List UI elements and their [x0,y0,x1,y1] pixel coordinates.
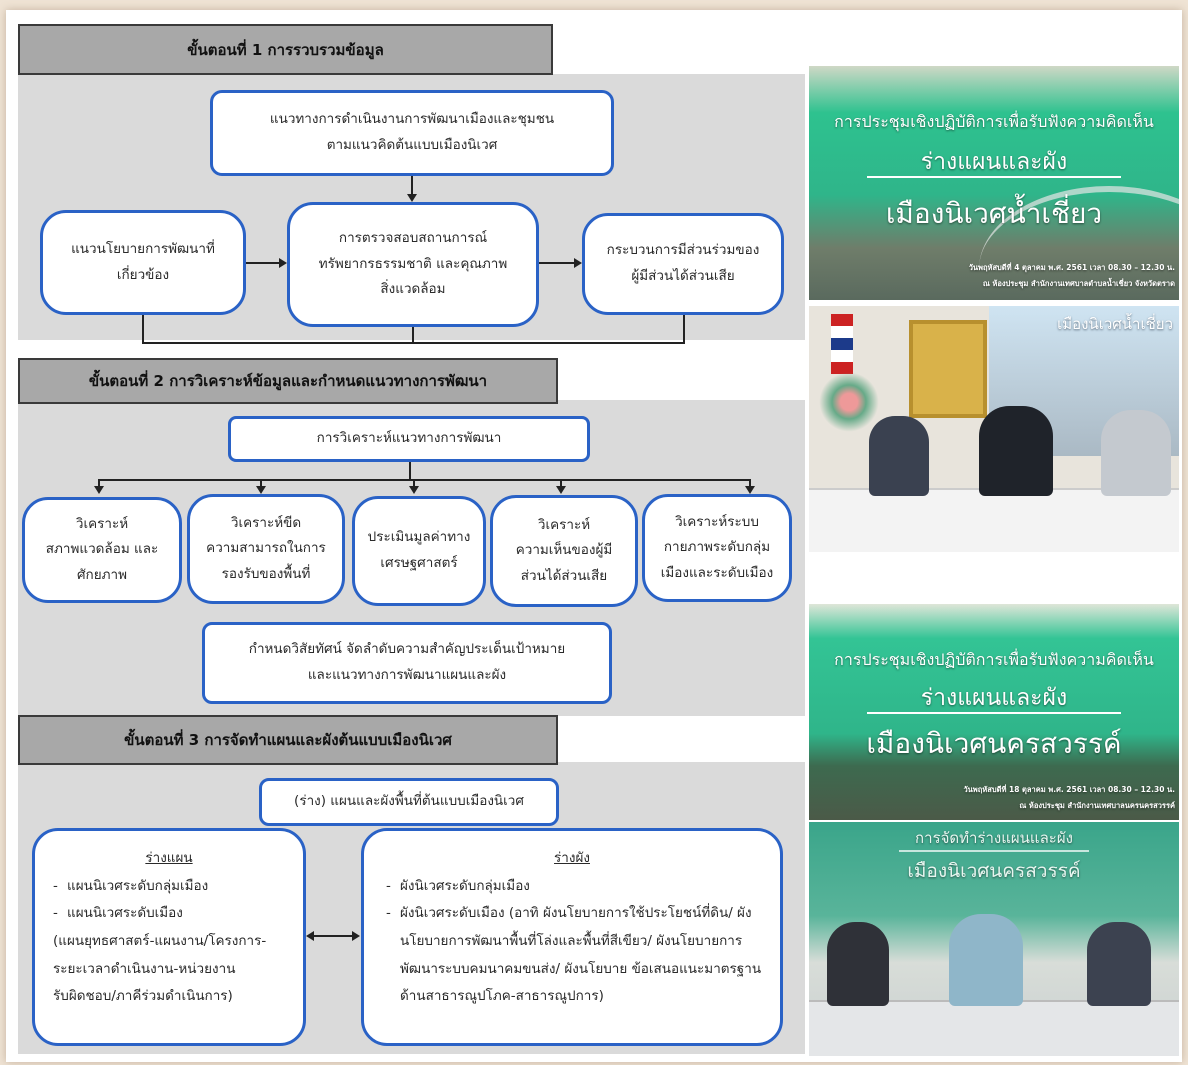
connector [312,935,354,937]
slide-venue: ณ ห้องประชุม สำนักงานเทศบาลตำบลน้ำเชี่ยว… [982,279,1175,288]
connector [683,315,685,343]
connector [409,462,411,480]
vision-box: กำหนดวิสัยทัศน์ จัดลำดับความสำคัญประเด็น… [202,622,612,704]
slide-date: วันพฤหัสบดีที่ 18 ตุลาคม พ.ศ. 2561 เวลา … [963,785,1175,794]
connector [246,262,279,264]
draft-plan-notes: (แผนยุทธศาสตร์-แผนงาน/โครงการ- ระยะเวลาด… [53,933,267,1005]
screen-title: การจัดทำร่างแผนและผัง [915,829,1073,847]
step3-header: ขั้นตอนที่ 3 การจัดทำแผนและผังต้นแบบเมือ… [18,715,558,765]
connector [560,479,562,486]
policy-box: แนวนโยบายการพัฒนาที่ เกี่ยวข้อง [40,210,246,315]
connector [413,479,415,486]
connector [98,479,751,481]
workshop-slide-photo-2: การประชุมเชิงปฏิบัติการเพื่อรับฟังความคิ… [809,604,1179,820]
divider [867,712,1121,714]
analysis-capacity-box: วิเคราะห์ขีด ความสามารถในการ รองรับของพื… [187,494,345,604]
arrow-down [745,486,755,494]
arrow-left [306,931,314,941]
step1-header: ขั้นตอนที่ 1 การรวบรวมข้อมูล [18,24,553,75]
arrow-right [279,258,287,268]
thai-flag [831,314,853,374]
arrow-right [352,931,360,941]
person [1101,410,1171,496]
connector [412,327,414,343]
slide-city: เมืองนิเวศน้ำเชี่ยว [885,197,1103,230]
screen-city: เมืองนิเวศนครสวรรค์ [907,860,1081,882]
ecocity-guideline-box: แนวทางการดำเนินงานการพัฒนาเมืองและชุมชน … [210,90,614,176]
economic-valuation-box: ประเมินมูลค่าทาง เศรษฐศาสตร์ [352,496,486,606]
slide-venue: ณ ห้องประชุม สำนักงานเทศบาลนครนครสวรรค์ [1019,801,1175,810]
list-item: แผนนิเวศระดับเมือง [53,900,293,928]
flowers [819,372,879,432]
connector [539,262,574,264]
connector [749,479,751,486]
arrow-down [256,486,266,494]
participation-box: กระบวนการมีส่วนร่วมของ ผู้มีส่วนได้ส่วนเ… [582,213,784,315]
bridge-arch [979,186,1179,300]
step2-header: ขั้นตอนที่ 2 การวิเคราะห์ข้อมูลและกำหนดแ… [18,358,558,404]
slide-date: วันพฤหัสบดีที่ 4 ตุลาคม พ.ศ. 2561 เวลา 0… [968,263,1175,272]
meeting-photo-1: เมืองนิเวศน้ำเชี่ยว [809,306,1179,552]
meeting-table [809,1000,1179,1056]
portrait-frame [909,320,987,418]
draft-plan-title: ร่างแผน [145,850,193,866]
slide-heading: การประชุมเชิงปฏิบัติการเพื่อรับฟังความคิ… [834,112,1154,131]
arrow-right [574,258,582,268]
connector [411,176,413,194]
physical-system-box: วิเคราะห์ระบบ กายภาพระดับกลุ่ม เมืองและร… [642,494,792,602]
infographic-frame: ขั้นตอนที่ 1 การรวบรวมข้อมูล ขั้นตอนที่ … [6,10,1182,1062]
person [949,914,1023,1006]
slide-subtitle: ร่างแผนและผัง [920,685,1068,711]
person [1087,922,1151,1006]
draft-plan-box: (ร่าง) แผนและผังพื้นที่ต้นแบบเมืองนิเวศ [259,778,559,826]
slide-heading: การประชุมเชิงปฏิบัติการเพื่อรับฟังความคิ… [834,650,1154,669]
slide-city: เมืองนิเวศนครสวรรค์ [866,727,1122,760]
analysis-box: การวิเคราะห์แนวทางการพัฒนา [228,416,590,462]
connector [98,479,100,486]
draft-layout-title: ร่างผัง [554,850,590,866]
draft-plan-detail: ร่างแผน แผนนิเวศระดับกลุ่มเมือง แผนนิเวศ… [32,828,306,1046]
person [979,406,1053,496]
environment-check-box: การตรวจสอบสถานการณ์ ทรัพยากรธรรมชาติ และ… [287,202,539,327]
workshop-slide-photo-1: การประชุมเชิงปฏิบัติการเพื่อรับฟังความคิ… [809,66,1179,300]
stakeholder-opinion-box: วิเคราะห์ ความเห็นของผู้มี ส่วนได้ส่วนเส… [490,495,638,607]
arrow-down [94,486,104,494]
draft-plan-list: แผนนิเวศระดับกลุ่มเมือง แผนนิเวศระดับเมื… [45,873,293,928]
connector [142,342,685,344]
arrow-down [407,194,417,202]
analysis-environment-box: วิเคราะห์ สภาพแวดล้อม และ ศักยภาพ [22,497,182,603]
list-item: แผนนิเวศระดับกลุ่มเมือง [53,873,293,901]
draft-layout-detail: ร่างผัง ผังนิเวศระดับกลุ่มเมือง ผังนิเวศ… [361,828,783,1046]
slide-subtitle: ร่างแผนและผัง [920,149,1068,175]
arrow-down [556,486,566,494]
draft-layout-list: ผังนิเวศระดับกลุ่มเมือง ผังนิเวศระดับเมื… [378,873,766,1011]
list-item: ผังนิเวศระดับกลุ่มเมือง [386,873,766,901]
connector [260,479,262,486]
arrow-down [409,486,419,494]
connector [142,315,144,343]
person [827,922,889,1006]
divider [899,850,1089,852]
divider [867,176,1121,178]
list-item: ผังนิเวศระดับเมือง (อาทิ ผังนโยบายการใช้… [386,900,766,1011]
person [869,416,929,496]
meeting-table [809,488,1179,552]
meeting-photo-2: การจัดทำร่างแผนและผัง เมืองนิเวศนครสวรรค… [809,822,1179,1056]
